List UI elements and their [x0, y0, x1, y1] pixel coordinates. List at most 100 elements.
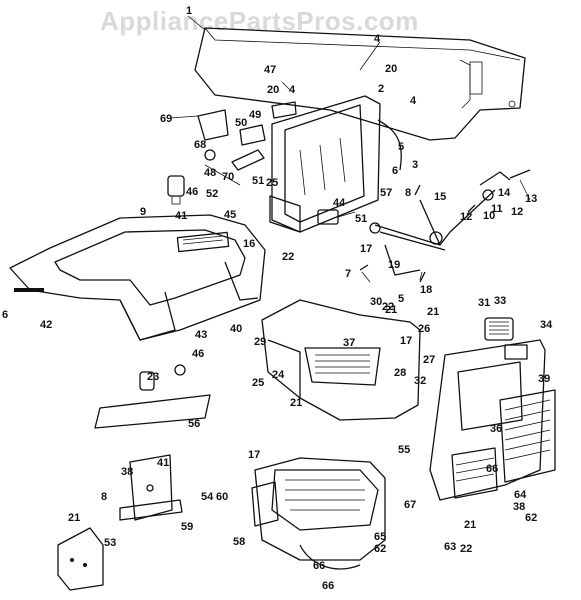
callout-number: 68 — [194, 139, 206, 151]
callout-number: 63 — [444, 541, 456, 553]
callout-number: 19 — [388, 259, 400, 271]
callout-number: 17 — [248, 449, 260, 461]
callout-number: 67 — [404, 499, 416, 511]
callout-number: 2 — [378, 83, 384, 95]
callout-number: 48 — [204, 167, 216, 179]
callout-number: 57 — [380, 187, 392, 199]
bracket-part — [119, 454, 183, 521]
callout-number: 40 — [230, 323, 242, 335]
callout-number: 21 — [290, 397, 302, 409]
callout-number: 14 — [498, 187, 511, 199]
callout-number: 69 — [160, 113, 172, 125]
hood-part — [194, 27, 526, 141]
upper-brackets — [197, 101, 297, 186]
callout-number: 52 — [206, 188, 218, 200]
callout-number: 21 — [427, 306, 439, 318]
callout-number: 31 — [478, 297, 490, 309]
callout-number: 34 — [540, 319, 553, 331]
callout-number: 54 — [201, 491, 214, 503]
callout-number: 20 — [267, 84, 279, 96]
callout-number: 17 — [400, 335, 412, 347]
callout-number: 39 — [538, 373, 550, 385]
callout-number: 12 — [511, 206, 523, 218]
small-grille-part — [484, 317, 514, 341]
callout-number: 66 — [486, 463, 498, 475]
callout-number: 26 — [418, 323, 430, 335]
switch-part — [317, 209, 356, 225]
callout-number: 5 — [398, 141, 404, 153]
callout-number: 17 — [360, 243, 372, 255]
callout-number: 6 — [2, 309, 8, 321]
callout-number: 18 — [420, 284, 432, 296]
callout-number: 38 — [513, 501, 525, 513]
linkage-part — [369, 171, 511, 276]
callout-number: 11 — [491, 203, 503, 215]
callout-number: 15 — [434, 191, 446, 203]
callout-number: 4 — [410, 95, 417, 107]
callout-number: 4 — [289, 84, 296, 96]
callout-number: 55 — [398, 444, 410, 456]
callout-number: 22 — [282, 251, 294, 263]
callout-number: 66 — [322, 580, 334, 592]
callout-number: 50 — [235, 117, 247, 129]
callout-number: 21 — [385, 304, 397, 316]
callout-number: 66 — [313, 560, 325, 572]
callout-number: 30 — [370, 296, 382, 308]
callout-number: 60 — [216, 491, 228, 503]
callout-number: 3 — [412, 159, 418, 171]
screw-parts — [359, 169, 531, 283]
callout-number: 46 — [186, 186, 198, 198]
callout-number: 37 — [343, 337, 355, 349]
callout-number: 64 — [514, 489, 527, 501]
callout-number: 58 — [233, 536, 245, 548]
callout-number: 21 — [464, 519, 476, 531]
callout-number: 43 — [195, 329, 207, 341]
callout-number: 62 — [525, 512, 537, 524]
small-plate-part — [57, 527, 104, 591]
callout-number: 8 — [405, 187, 411, 199]
callout-number: 20 — [385, 63, 397, 75]
grille-bracket-part — [269, 95, 381, 233]
callout-number: 41 — [175, 210, 187, 222]
knob-part — [167, 175, 185, 205]
callout-number: 33 — [494, 295, 506, 307]
callout-number: 25 — [266, 177, 278, 189]
watermark: AppliancePartsPros.com — [100, 6, 419, 36]
callout-number: 10 — [483, 210, 495, 222]
callout-number: 8 — [101, 491, 107, 503]
callout-number: 16 — [243, 238, 255, 250]
callout-number: 13 — [525, 193, 537, 205]
callout-number: 7 — [345, 268, 351, 280]
callout-number: 56 — [188, 418, 200, 430]
callout-number: 28 — [394, 367, 406, 379]
callout-number: 21 — [68, 512, 80, 524]
callout-number: 22 — [460, 543, 472, 555]
callout-number: 35 — [0, 0, 12, 3]
callout-number: 22 — [382, 301, 394, 313]
plate-part — [94, 364, 211, 429]
callout-number: 12 — [460, 211, 472, 223]
engine-part — [251, 457, 386, 570]
callout-number: 1 — [186, 5, 192, 17]
callout-number: 45 — [224, 209, 236, 221]
callout-number: 46 — [192, 348, 204, 360]
callout-number: 53 — [104, 537, 116, 549]
callout-number: 23 — [147, 371, 159, 383]
callout-number: 27 — [423, 354, 435, 366]
callout-number: 47 — [264, 64, 276, 76]
leader-lines — [169, 15, 531, 283]
callout-number: 25 — [252, 377, 264, 389]
callout-number: 5 — [398, 293, 404, 305]
callout-number: 9 — [140, 206, 146, 218]
callout-number: 42 — [40, 319, 52, 331]
callout-number: 29 — [254, 336, 266, 348]
rod-part — [377, 119, 402, 171]
callout-number: 32 — [414, 375, 426, 387]
callout-number: 44 — [333, 197, 346, 209]
callout-number: 4 — [374, 33, 381, 45]
callout-number: 62 — [374, 543, 386, 555]
callout-number: 70 — [222, 171, 234, 183]
